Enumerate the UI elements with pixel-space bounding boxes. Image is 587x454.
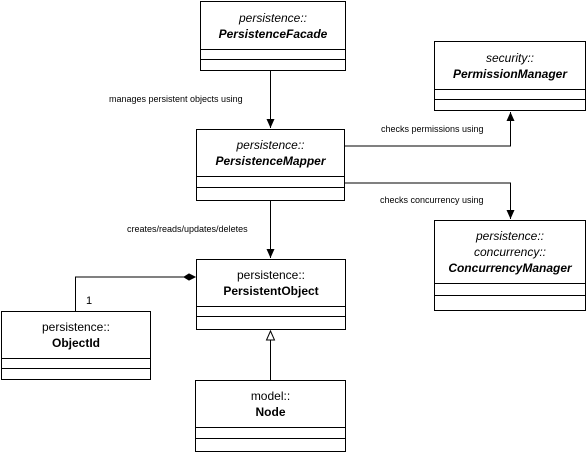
- manages-label: manages persistent objects using: [109, 94, 243, 104]
- concurrency-manager-name: ConcurrencyManager: [448, 261, 572, 275]
- class-permission-manager[interactable]: security:: PermissionManager: [434, 41, 586, 111]
- class-object-id[interactable]: persistence:: ObjectId: [1, 311, 151, 380]
- class-persistence-mapper[interactable]: persistence:: PersistenceMapper: [196, 129, 345, 201]
- mapper-to-permission-line: [345, 112, 515, 147]
- generalization-triangle: [265, 329, 276, 341]
- persistence-facade-header: persistence:: PersistenceFacade: [201, 2, 345, 50]
- multiplicity-one-label: 1: [86, 295, 93, 307]
- mapper-to-concurrency-line: [345, 182, 515, 219]
- concurrency-manager-header: persistence:: concurrency:: ConcurrencyM…: [435, 221, 585, 284]
- persistence-mapper-header: persistence:: PersistenceMapper: [197, 130, 344, 177]
- checks-permissions-label: checks permissions using: [381, 124, 484, 134]
- persistent-object-package: persistence::: [236, 268, 306, 282]
- composition-diamond: [183, 273, 197, 281]
- crud-label: creates/reads/updates/deletes: [127, 224, 248, 234]
- persistent-object-header: persistence:: PersistentObject: [197, 260, 345, 307]
- persistence-facade-package: persistence::: [238, 10, 308, 25]
- object-id-package: persistence::: [41, 320, 111, 334]
- persistence-facade-attributes: [201, 50, 345, 60]
- persistent-object-name: PersistentObject: [223, 284, 319, 298]
- class-node[interactable]: model:: Node: [195, 380, 346, 452]
- persistence-mapper-attributes: [197, 177, 344, 188]
- persistence-mapper-name: PersistenceMapper: [215, 154, 326, 168]
- persistent-object-attributes: [197, 307, 345, 317]
- permission-manager-header: security:: PermissionManager: [435, 42, 585, 90]
- node-attributes: [196, 428, 345, 439]
- checks-concurrency-label: checks concurrency using: [380, 195, 484, 205]
- node-header: model:: Node: [196, 381, 345, 428]
- node-package: model::: [250, 389, 291, 403]
- class-persistent-object[interactable]: persistence:: PersistentObject: [196, 259, 346, 330]
- concurrency-manager-subpackage: concurrency::: [473, 245, 547, 259]
- permission-manager-attributes: [435, 90, 585, 100]
- permission-manager-package: security::: [485, 50, 534, 65]
- objectid-composition-line: [75, 276, 184, 311]
- object-id-attributes: [2, 359, 150, 369]
- permission-manager-name: PermissionManager: [452, 66, 568, 81]
- node-name: Node: [255, 405, 286, 419]
- persistence-facade-name: PersistenceFacade: [218, 26, 328, 41]
- concurrency-manager-package: persistence::: [475, 229, 545, 243]
- class-concurrency-manager[interactable]: persistence:: concurrency:: ConcurrencyM…: [434, 220, 586, 311]
- class-persistence-facade[interactable]: persistence:: PersistenceFacade: [200, 1, 346, 71]
- object-id-header: persistence:: ObjectId: [2, 312, 150, 359]
- concurrency-manager-attributes: [435, 284, 585, 296]
- object-id-name: ObjectId: [51, 336, 100, 350]
- persistence-mapper-package: persistence::: [236, 138, 305, 152]
